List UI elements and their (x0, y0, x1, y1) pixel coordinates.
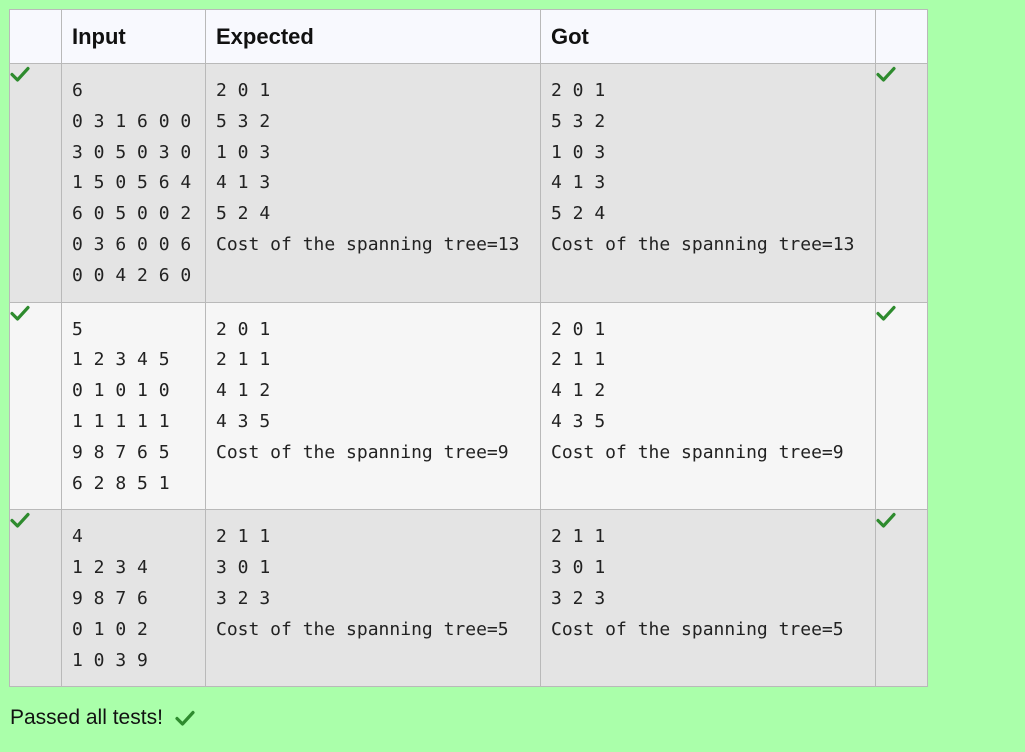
got-cell: 2 1 1 3 0 1 3 2 3 Cost of the spanning t… (540, 509, 876, 688)
status-cell-left (9, 509, 62, 688)
status-cell-right (875, 63, 928, 303)
check-icon (10, 513, 30, 528)
expected-cell: 2 0 1 2 1 1 4 1 2 4 3 5 Cost of the span… (205, 301, 541, 511)
input-cell: 6 0 3 1 6 0 0 3 0 5 0 3 0 1 5 0 5 6 4 6 … (61, 63, 206, 303)
status-cell-left (9, 301, 62, 511)
check-icon (876, 305, 896, 321)
table-row: 5 1 2 3 4 5 0 1 0 1 0 1 1 1 1 1 9 8 7 6 … (9, 301, 928, 511)
check-icon (10, 305, 30, 321)
input-text: 4 1 2 3 4 9 8 7 6 0 1 0 2 1 0 3 9 (72, 526, 148, 671)
got-cell: 2 0 1 2 1 1 4 1 2 4 3 5 Cost of the span… (540, 301, 876, 511)
summary-text: Passed all tests! (10, 706, 163, 729)
expected-text: 2 1 1 3 0 1 3 2 3 Cost of the spanning t… (216, 526, 509, 640)
test-results-table: Input Expected Got 6 0 3 1 6 0 0 3 0 5 0… (9, 9, 928, 688)
check-icon (876, 513, 896, 528)
got-text: 2 0 1 5 3 2 1 0 3 4 1 3 5 2 4 Cost of th… (551, 80, 855, 255)
check-icon (175, 710, 195, 726)
header-input: Input (61, 9, 206, 64)
summary-message: Passed all tests! (10, 706, 195, 730)
header-status-left (9, 9, 62, 64)
status-cell-right (875, 301, 928, 511)
header-status-right (875, 9, 928, 64)
input-text: 6 0 3 1 6 0 0 3 0 5 0 3 0 1 5 0 5 6 4 6 … (72, 80, 192, 286)
header-got: Got (540, 9, 876, 64)
check-icon (876, 66, 896, 82)
input-cell: 4 1 2 3 4 9 8 7 6 0 1 0 2 1 0 3 9 (61, 509, 206, 688)
got-text: 2 0 1 2 1 1 4 1 2 4 3 5 Cost of the span… (551, 318, 844, 463)
expected-text: 2 0 1 5 3 2 1 0 3 4 1 3 5 2 4 Cost of th… (216, 80, 520, 255)
expected-cell: 2 1 1 3 0 1 3 2 3 Cost of the spanning t… (205, 509, 541, 688)
table-row: 4 1 2 3 4 9 8 7 6 0 1 0 2 1 0 3 9 2 1 1 … (9, 509, 928, 688)
expected-cell: 2 0 1 5 3 2 1 0 3 4 1 3 5 2 4 Cost of th… (205, 63, 541, 303)
check-icon (10, 66, 30, 82)
input-cell: 5 1 2 3 4 5 0 1 0 1 0 1 1 1 1 1 9 8 7 6 … (61, 301, 206, 511)
expected-text: 2 0 1 2 1 1 4 1 2 4 3 5 Cost of the span… (216, 318, 509, 463)
status-cell-right (875, 509, 928, 688)
status-cell-left (9, 63, 62, 303)
header-row: Input Expected Got (9, 9, 928, 64)
got-cell: 2 0 1 5 3 2 1 0 3 4 1 3 5 2 4 Cost of th… (540, 63, 876, 303)
input-text: 5 1 2 3 4 5 0 1 0 1 0 1 1 1 1 1 9 8 7 6 … (72, 318, 170, 494)
header-expected: Expected (205, 9, 541, 64)
table-row: 6 0 3 1 6 0 0 3 0 5 0 3 0 1 5 0 5 6 4 6 … (9, 63, 928, 303)
got-text: 2 1 1 3 0 1 3 2 3 Cost of the spanning t… (551, 526, 844, 640)
